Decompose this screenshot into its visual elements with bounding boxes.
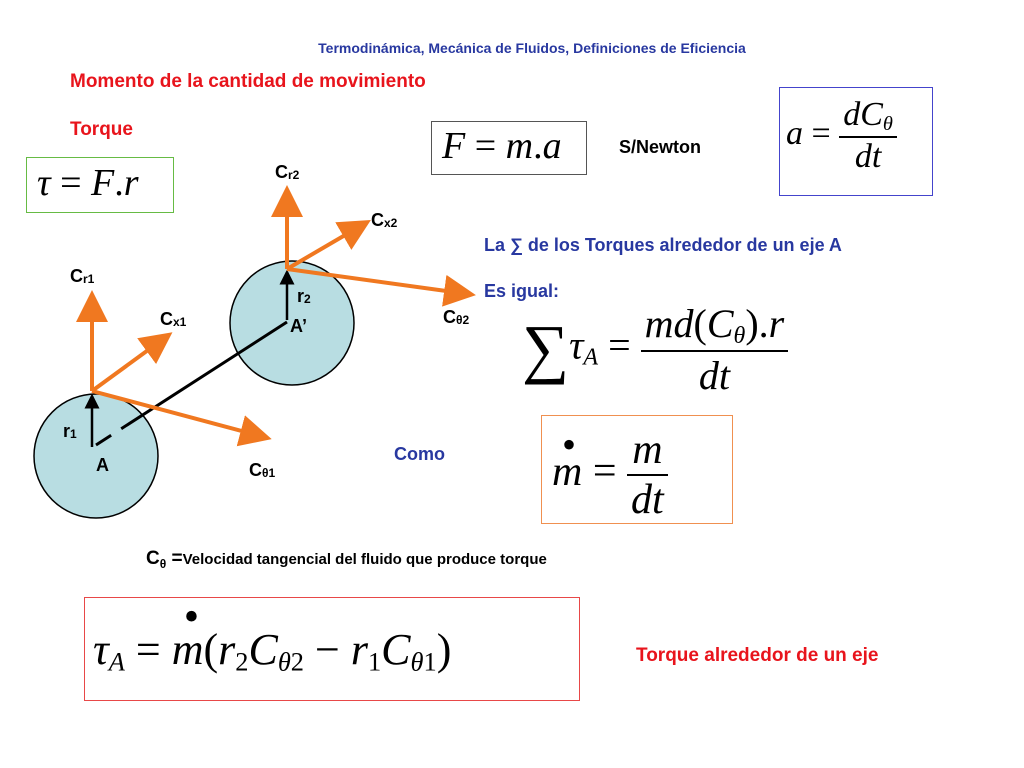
page-header: Termodinámica, Mecánica de Fluidos, Defi… (318, 40, 746, 56)
radius-line (95, 320, 288, 447)
formula-box-torque: τ = F.r (26, 157, 174, 213)
label-cr1: Cr1 (70, 266, 95, 286)
formula-newton: F = m.a (442, 125, 562, 167)
label-r2: r2 (297, 286, 311, 306)
formula-torque: τ = F.r (37, 162, 139, 204)
label-r1: r1 (63, 421, 77, 441)
heading-torque-eje: Torque alrededor de un eje (636, 645, 879, 666)
cx1-arrow (90, 332, 173, 393)
ctheta1-arrow (91, 389, 272, 447)
formula-box-accel: a = dCθ dt (779, 87, 933, 196)
sum-torques-text: La ∑ de los Torques alrededor de un eje … (484, 235, 842, 255)
heading-torque: Torque (70, 119, 133, 140)
s-newton-text: S/Newton (619, 137, 702, 157)
cx2-arrow (285, 219, 371, 271)
formula-box-newton: F = m.a (431, 121, 587, 175)
formula-box-final: τA = m•(r2Cθ2 − r1Cθ1) (84, 592, 580, 701)
formula-sum-torque: ∑τA = md(Cθ).r dt (522, 300, 789, 399)
como-text: Como (394, 444, 445, 464)
formula-final-torque: τA = m•(r2Cθ2 − r1Cθ1) (93, 592, 452, 677)
ctheta2-arrow (286, 267, 476, 307)
circle-a2 (229, 260, 355, 386)
ctheta-definition: Cθ =Velocidad tangencial del fluido que … (146, 548, 547, 572)
label-ctheta2: Cθ2 (443, 307, 470, 327)
label-cr2: Cr2 (275, 162, 300, 182)
label-cx2: Cx2 (371, 210, 398, 230)
es-igual-text: Es igual: (484, 281, 560, 301)
label-cx1: Cx1 (160, 309, 187, 329)
label-point-a: A (96, 455, 109, 475)
label-point-a2: A’ (290, 316, 308, 336)
formula-mdot: m• = m dt (552, 422, 668, 524)
formula-accel: a = dCθ dt (786, 96, 897, 176)
heading-momento: Momento de la cantidad de movimiento (70, 71, 426, 92)
label-ctheta1: Cθ1 (249, 460, 276, 480)
formula-box-mdot: m• = m dt (541, 415, 733, 524)
